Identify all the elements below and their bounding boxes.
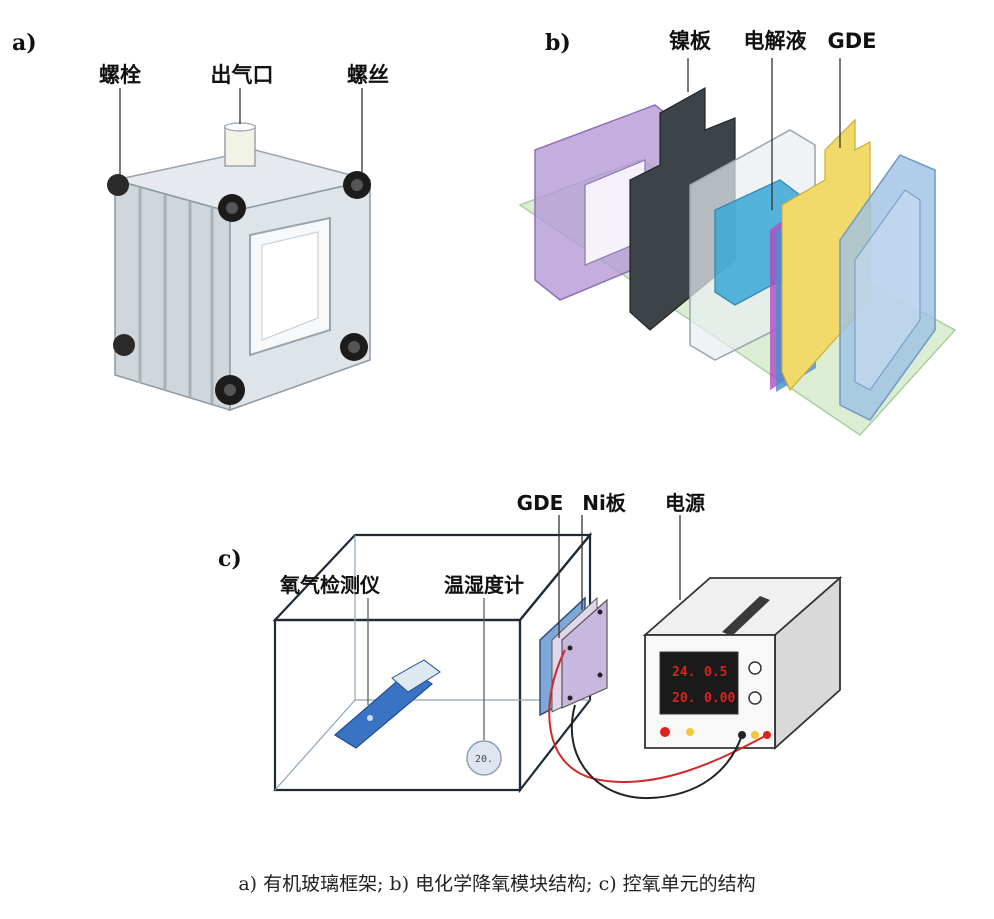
red-wire [548,649,768,783]
hygrometer-reading: 20. [475,754,493,765]
psu-display-3: 20. [672,691,695,706]
current-knob-icon [748,691,762,705]
label-ni-plate: Ni板 [582,491,627,515]
black-wire [570,704,743,800]
psu-display-panel [659,651,739,715]
panel-c: c) 20. [218,491,843,800]
label-gde: GDE [827,29,876,53]
power-supply-unit: 24. 0.5 20. 0.00 [642,576,843,751]
hygrometer-icon: 20. [466,740,502,776]
panel-a-tag: a) [12,30,37,56]
oxygen-meter-icon [333,659,441,749]
label-nickel-plate: 镍板 [669,29,712,53]
label-power-supply: 电源 [665,491,705,515]
label-oxygen-meter: 氧气检测仪 [279,573,381,597]
label-electrolyte: 电解液 [744,29,807,53]
acrylic-frame [107,122,371,412]
blue-end-frame [839,154,936,421]
panel-c-tag: c) [218,546,242,572]
deoxygen-module [539,596,608,717]
gas-outlet-tube [224,125,256,167]
panel-b: b) 镍板 电 [518,29,957,436]
psu-display-4: 0.00 [704,691,735,706]
psu-display-1: 24. [672,665,695,680]
psu-display-2: 0.5 [704,665,727,680]
panel-b-tag: b) [545,30,571,56]
label-bolt: 螺栓 [99,63,141,87]
label-gde-c: GDE [517,491,564,515]
voltage-knob-icon [748,661,762,675]
label-gas-outlet: 出气口 [211,63,274,87]
figure-caption: a) 有机玻璃框架; b) 电化学降氧模块结构; c) 控氧单元的结构 [238,873,755,895]
panel-a: a) [12,30,389,412]
bolt-icon [107,171,371,405]
label-hygrometer: 温湿度计 [444,573,524,597]
label-screw: 螺丝 [347,63,389,87]
